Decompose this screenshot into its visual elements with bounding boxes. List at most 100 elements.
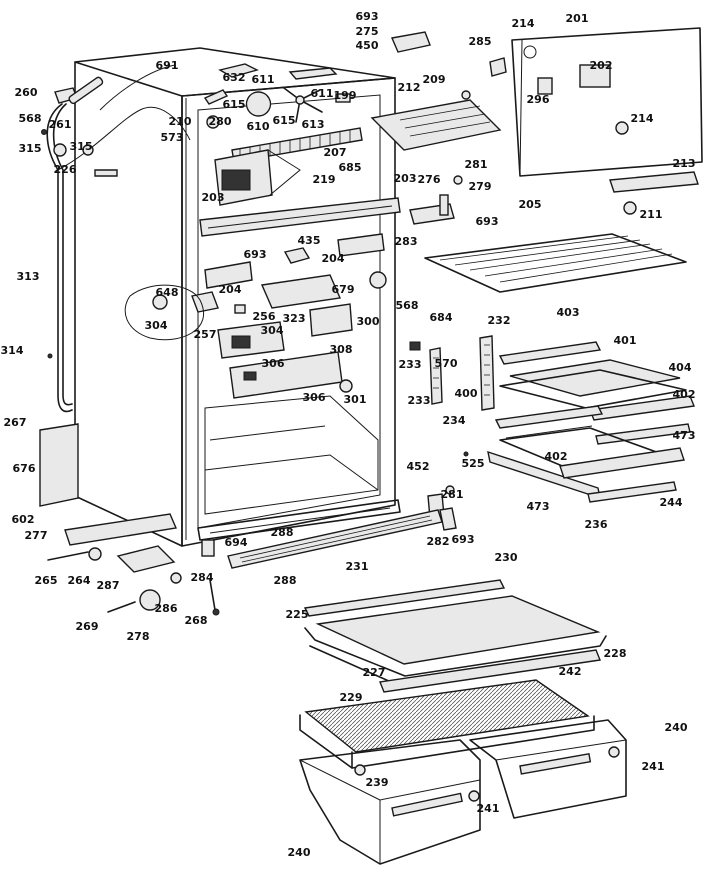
callout-287: 287	[97, 579, 120, 592]
callout-570: 570	[435, 357, 458, 370]
fresh-food-shelves	[427, 335, 695, 531]
callout-202: 202	[590, 59, 613, 72]
callout-602: 602	[12, 513, 35, 526]
callout-261: 261	[49, 118, 72, 131]
callout-685: 685	[339, 161, 362, 174]
crisper-assembly	[299, 579, 627, 865]
callout-267: 267	[4, 416, 27, 429]
callout-296: 296	[527, 93, 550, 106]
callout-210: 210	[169, 115, 192, 128]
callout-679: 679	[332, 283, 355, 296]
callout-306b: 306	[303, 391, 326, 404]
callout-276: 276	[418, 173, 441, 186]
callout-402b: 402	[545, 450, 568, 463]
callout-323: 323	[283, 312, 306, 325]
callout-256: 256	[253, 310, 276, 323]
callout-285: 285	[469, 35, 492, 48]
callout-277: 277	[25, 529, 48, 542]
callout-615a: 615	[223, 98, 246, 111]
callout-400: 400	[455, 387, 478, 400]
callout-226: 226	[54, 163, 77, 176]
callout-691: 691	[156, 59, 179, 72]
callout-219: 219	[313, 173, 336, 186]
callout-435: 435	[298, 234, 321, 247]
callout-404: 404	[669, 361, 692, 374]
callout-304b: 304	[261, 324, 284, 337]
control-panel	[370, 27, 703, 215]
callout-225: 225	[286, 608, 309, 621]
callout-227: 227	[363, 666, 386, 679]
water-line	[41, 64, 191, 413]
callout-275: 275	[356, 25, 379, 38]
callout-229: 229	[340, 691, 363, 704]
callout-693d: 693	[452, 533, 475, 546]
callout-684: 684	[430, 311, 453, 324]
callout-304a: 304	[145, 319, 168, 332]
callout-230: 230	[495, 551, 518, 564]
callout-203b: 203	[394, 172, 417, 185]
callout-573: 573	[161, 131, 184, 144]
callout-244: 244	[660, 496, 683, 509]
callout-265: 265	[35, 574, 58, 587]
callout-403: 403	[557, 306, 580, 319]
callout-241a: 241	[642, 760, 665, 773]
callout-615b: 615	[273, 114, 296, 127]
freezer-wire-shelf	[409, 175, 687, 293]
callout-205: 205	[519, 198, 542, 211]
callout-283: 283	[395, 235, 418, 248]
callout-611b: 611	[311, 87, 334, 100]
callout-268: 268	[185, 614, 208, 627]
callout-693a: 693	[356, 10, 379, 23]
callout-233b: 233	[408, 394, 431, 407]
callout-199: 199	[334, 89, 357, 102]
callout-214b: 214	[631, 112, 654, 125]
callout-236: 236	[585, 518, 608, 531]
callout-278: 278	[127, 630, 150, 643]
callout-693b: 693	[476, 215, 499, 228]
callout-234: 234	[443, 414, 466, 427]
base-grille	[39, 423, 443, 616]
callout-204a: 204	[322, 252, 345, 265]
callout-212: 212	[398, 81, 421, 94]
callout-214a: 214	[512, 17, 535, 30]
callout-315a: 315	[70, 140, 93, 153]
callout-632: 632	[223, 71, 246, 84]
callout-568a: 568	[19, 112, 42, 125]
callout-241b: 241	[477, 802, 500, 815]
callout-280: 280	[209, 115, 232, 128]
callout-281a: 281	[465, 158, 488, 171]
callout-473b: 473	[527, 500, 550, 513]
callout-284: 284	[191, 571, 214, 584]
callout-239: 239	[366, 776, 389, 789]
callout-401: 401	[614, 334, 637, 347]
callout-301: 301	[344, 393, 367, 406]
callout-204b: 204	[219, 283, 242, 296]
callout-264: 264	[68, 574, 91, 587]
callout-269: 269	[76, 620, 99, 633]
callout-242: 242	[559, 665, 582, 678]
callout-568b: 568	[396, 299, 419, 312]
callout-308: 308	[330, 343, 353, 356]
callout-314: 314	[1, 344, 24, 357]
callout-207: 207	[324, 146, 347, 159]
callout-281b: 281	[441, 488, 464, 501]
callout-201: 201	[566, 12, 589, 25]
callout-694: 694	[225, 536, 248, 549]
evaporator-fan-assembly	[203, 63, 363, 206]
callout-473a: 473	[673, 429, 696, 442]
callout-240a: 240	[665, 721, 688, 734]
callout-232: 232	[488, 314, 511, 327]
callout-525: 525	[462, 457, 485, 470]
callout-213: 213	[673, 157, 696, 170]
callout-257: 257	[194, 328, 217, 341]
callout-233a: 233	[399, 358, 422, 371]
callout-203a: 203	[202, 191, 225, 204]
callout-260: 260	[15, 86, 38, 99]
callout-611a: 611	[252, 73, 275, 86]
callout-452: 452	[407, 460, 430, 473]
callout-279: 279	[469, 180, 492, 193]
callout-315b: 315	[19, 142, 42, 155]
